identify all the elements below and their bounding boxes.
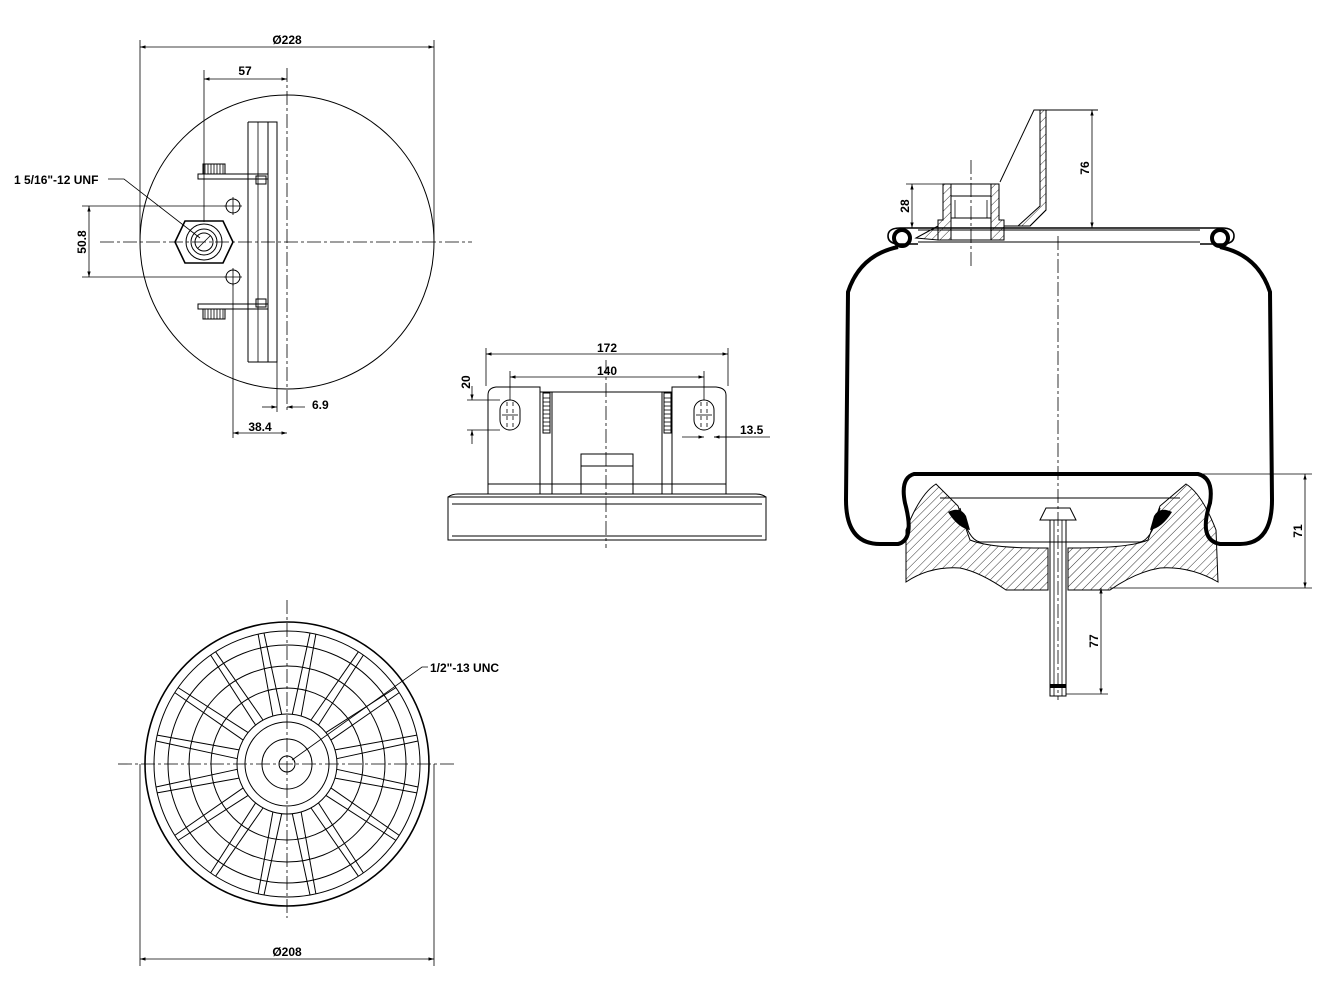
bottom-view-rib-line [177,687,249,734]
top-view: Ø228 57 50.8 1 5/16"-12 UNF 6.9 38.4 [14,33,472,438]
top-view-air-fitting-hex [174,220,234,264]
bottom-view-rib-line [330,787,400,836]
bottom-view-rib-line [155,768,238,788]
bottom-view-rib-line [174,787,244,836]
front-view-hole-offset-label: 13.5 [740,423,764,437]
front-view-base-plate [447,496,767,541]
bottom-view-rib-line [336,768,419,788]
bottom-view-rib-line [157,734,240,751]
front-view: 172 140 20 13.5 [447,341,770,548]
top-view-stud-spacing-label: 50.8 [75,230,89,254]
section-view-fitting-height-label: 28 [898,199,912,213]
bottom-view: Ø208 1/2"-13 UNC [118,600,499,966]
bottom-view-rib-line [263,813,283,896]
section-view-bracket-height-label: 76 [1078,161,1092,175]
top-view-thread-hatch [204,164,224,319]
bottom-view-rib-line [215,807,264,877]
bottom-view-rib-line [155,740,238,760]
bottom-view-hub [236,713,338,815]
bottom-view-rib-line [174,692,244,741]
bottom-view-rib-line [291,813,311,896]
section-view-piston-height-label: 71 [1291,524,1305,538]
bottom-view-rib-line [310,807,359,877]
bottom-view-rib-line [336,740,419,760]
front-view-hole-height-label: 20 [459,375,473,389]
bottom-view-rib-line [310,651,359,721]
top-view-diameter-label: Ø228 [272,33,302,47]
bottom-view-rib-line [334,777,417,794]
bottom-view-outer-ring [144,621,430,907]
bottom-view-rib-line [325,687,397,734]
bottom-view-rib-line [257,811,274,894]
bottom-view-rib-line [257,634,274,717]
bottom-view-rib-line [291,632,311,715]
front-view-hole-spacing-label: 140 [597,364,617,378]
bottom-view-rib-line [263,632,283,715]
section-view-bead-plate [887,227,1235,245]
front-view-thread-hatch [542,392,672,434]
top-view-plate-thickness-label: 6.9 [312,398,329,412]
section-view-stud-length-label: 77 [1087,634,1101,648]
bottom-view-rib-line [317,802,364,874]
bottom-view-rib-line [157,777,240,794]
top-view-offset-label: 57 [238,64,252,78]
bottom-view-rib-line [210,654,257,726]
bottom-view-rib-line [334,734,417,751]
section-view-piston [905,483,1049,591]
top-view-thread-label: 1 5/16"-12 UNF [14,173,98,187]
bottom-view-thread-label: 1/2"-13 UNC [430,661,499,675]
bottom-view-rib-line [300,811,317,894]
front-view-bracket [487,386,727,494]
section-view: 28 76 71 77 [843,109,1312,700]
bottom-view-rib-line [210,802,257,874]
top-view-plate-offset-label: 38.4 [248,420,272,434]
bottom-view-diameter-label: Ø208 [272,945,302,959]
bottom-view-rib-line [330,692,400,741]
bottom-view-rib-line [317,654,364,726]
bottom-view-rib-line [215,651,264,721]
bottom-view-rib-line [300,634,317,717]
bottom-view-ribs [155,632,419,896]
bottom-view-rib-line [177,794,249,841]
front-view-central-nut [580,453,634,495]
front-view-width-label: 172 [597,341,617,355]
section-view-bellows [843,245,1275,546]
section-view-bead-right [1210,228,1230,248]
section-view-bead-left [892,228,912,248]
bottom-view-rib-line [325,794,397,841]
